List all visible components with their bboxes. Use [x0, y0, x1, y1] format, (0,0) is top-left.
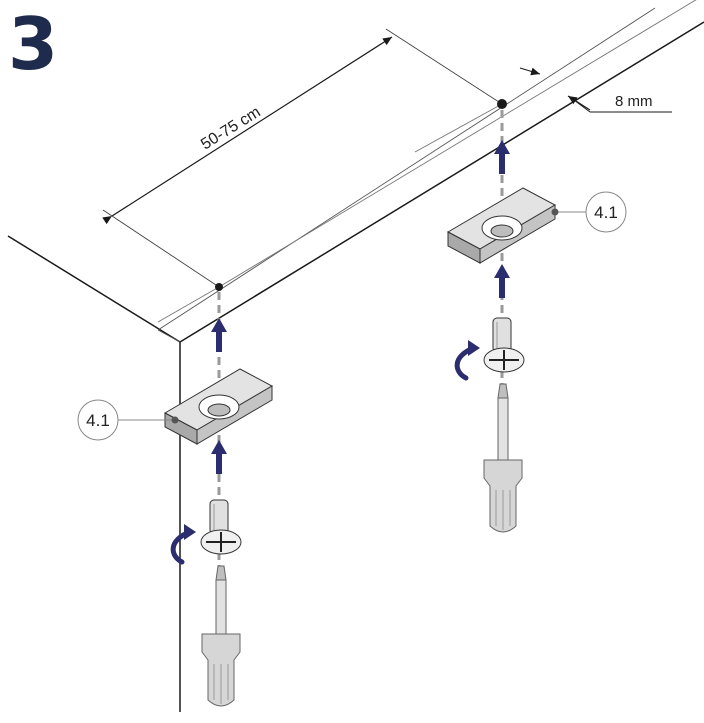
- up-arrow-icon: [211, 318, 227, 352]
- screw-left: [200, 499, 242, 555]
- offset-guides: [157, 0, 697, 323]
- callout-part-left: 4.1: [77, 399, 179, 441]
- drill-point-right: [497, 99, 507, 109]
- step-number: 3: [8, 2, 59, 86]
- up-arrow-icon: [494, 264, 510, 298]
- drill-point-left: [215, 283, 223, 291]
- screwdriver-right: [483, 383, 523, 533]
- screw-right: [483, 317, 525, 373]
- callout-part-right: 4.1: [551, 191, 627, 233]
- callout-part-right-label: 4.1: [594, 203, 618, 222]
- rotate-clockwise-icon: [170, 524, 196, 565]
- dimension-spacing: 50-75 cm: [102, 28, 503, 288]
- dimension-spacing-label: 50-75 cm: [198, 104, 264, 154]
- dimension-edge-offset-label: 8 mm: [615, 93, 653, 110]
- cabinet-outline: [7, 7, 704, 712]
- up-arrow-icon: [211, 440, 227, 474]
- mounting-plate-right: [446, 187, 557, 264]
- rotate-clockwise-icon: [454, 340, 480, 381]
- screwdriver-left: [201, 565, 241, 707]
- up-arrow-icon: [494, 140, 510, 174]
- dimension-edge-offset: 8 mm: [519, 67, 672, 113]
- callout-part-left-label: 4.1: [86, 411, 110, 430]
- mounting-plate-left: [163, 368, 274, 445]
